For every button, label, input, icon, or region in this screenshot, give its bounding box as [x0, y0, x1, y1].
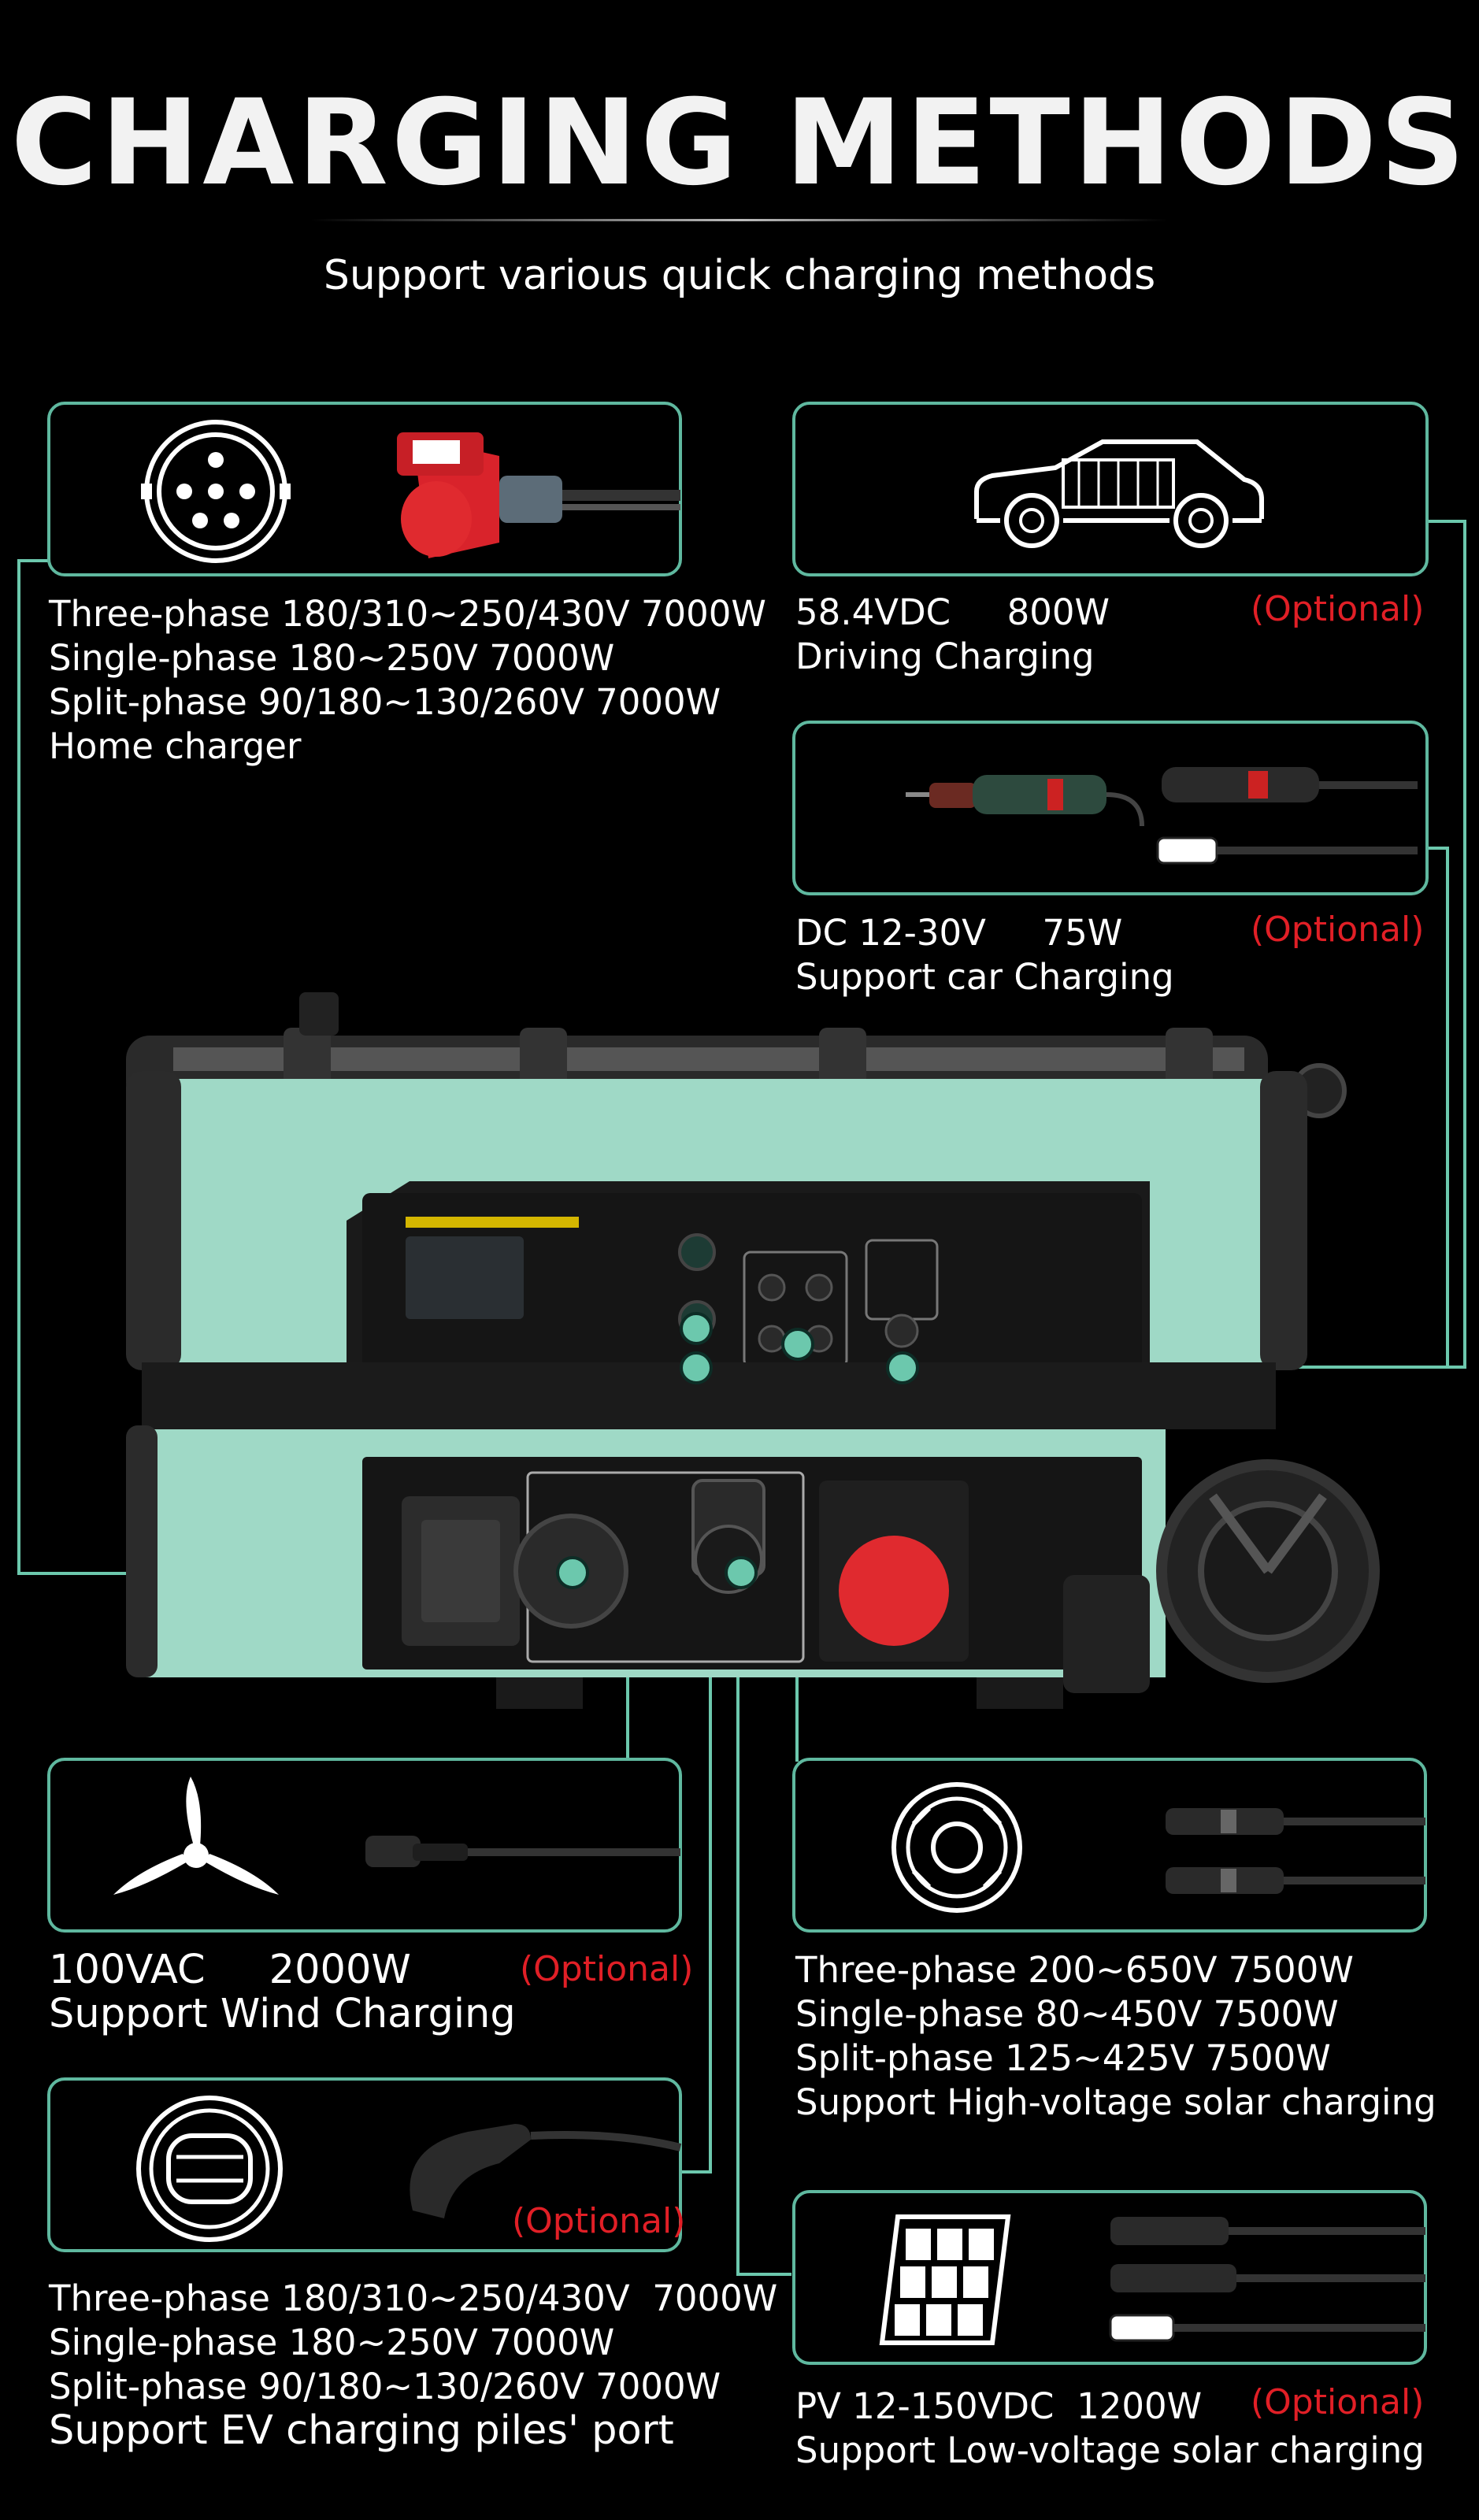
power-station-device [126, 992, 1380, 1709]
connector-line [676, 2170, 712, 2174]
ev-port-marker [725, 1556, 758, 1589]
ac-input-port-marker [556, 1556, 589, 1589]
lv-solar-charging-card [792, 2190, 1427, 2365]
car-icon [974, 439, 1264, 548]
connector-line [736, 1567, 740, 2276]
connector-line [17, 559, 49, 562]
connector-line [1425, 847, 1449, 850]
connector-line [1425, 520, 1466, 523]
home-charger-card [47, 402, 682, 576]
pv-high-port-marker [781, 1328, 814, 1361]
connector-line [736, 2273, 791, 2276]
connector-line [1446, 847, 1449, 1369]
ev-charging-card [47, 2077, 682, 2252]
wind-turbine-icon [113, 1777, 279, 1895]
three-phase-socket-icon [141, 420, 291, 563]
driving-optional-label: (Optional) [1251, 589, 1425, 629]
home-charger-specs: Three-phase 180/310~250/430V 7000W Singl… [49, 593, 766, 767]
industrial-plug-icon [397, 432, 680, 558]
hv-solar-charging-specs: Three-phase 200~650V 7500W Single-phase … [795, 1949, 1436, 2123]
driving-charging-card [792, 402, 1429, 576]
mc4-cable-icon [1166, 1808, 1425, 1894]
pv-cable-icon [1109, 2217, 1425, 2342]
page-title: CHARGING METHODS [10, 75, 1469, 212]
car-optional-label: (Optional) [1251, 910, 1425, 950]
driving-port-marker [886, 1351, 919, 1384]
car-charger-cable-icon [906, 767, 1418, 865]
wind-optional-label: (Optional) [520, 1949, 694, 1989]
wind-cable-connector-icon [365, 1836, 680, 1867]
connector-line [709, 1386, 712, 2174]
lv-solar-optional-label: (Optional) [1251, 2382, 1425, 2422]
ev-charging-gun-icon [410, 2124, 682, 2218]
car-charging-specs: DC 12-30V 75W Support car Charging [795, 912, 1174, 998]
car-charging-card [792, 721, 1429, 895]
ev-optional-label: (Optional) [512, 2201, 686, 2241]
hv-solar-charging-card [792, 1758, 1427, 1933]
wind-input-port-marker [680, 1351, 713, 1384]
page-subtitle: Support various quick charging methods [323, 252, 1156, 299]
solar-panel-icon [879, 2214, 1011, 2345]
wind-charging-card [47, 1758, 682, 1933]
solar-connector-icon [891, 1782, 1022, 1913]
pv-low-port-marker [680, 1312, 713, 1345]
driving-charging-specs: 58.4VDC 800W Driving Charging [795, 591, 1110, 677]
wind-charging-specs: 100VAC 2000W Support Wind Charging [49, 1947, 516, 2037]
title-divider [311, 219, 1168, 221]
ev-charging-specs: Three-phase 180/310~250/430V 7000W Singl… [49, 2277, 778, 2454]
ev-plug-icon [136, 2096, 283, 2242]
connector-line [1463, 520, 1466, 1369]
lv-solar-charging-specs: PV 12-150VDC 1200W Support Low-voltage s… [795, 2385, 1425, 2471]
connector-line [17, 559, 20, 1575]
